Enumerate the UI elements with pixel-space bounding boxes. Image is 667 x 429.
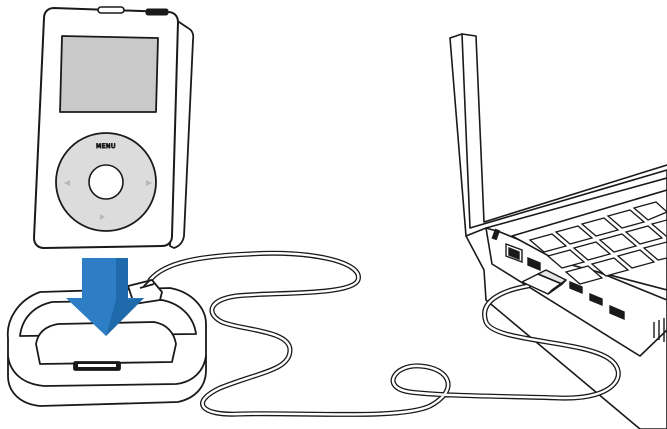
hold-switch-icon <box>146 9 168 15</box>
ipod: MENU <box>34 7 193 248</box>
headphone-jack-icon <box>98 7 124 13</box>
dock-connector-pins <box>78 364 116 367</box>
ipod-screen <box>60 36 158 112</box>
wheel-label-menu: MENU <box>96 143 116 150</box>
center-button <box>89 165 123 199</box>
